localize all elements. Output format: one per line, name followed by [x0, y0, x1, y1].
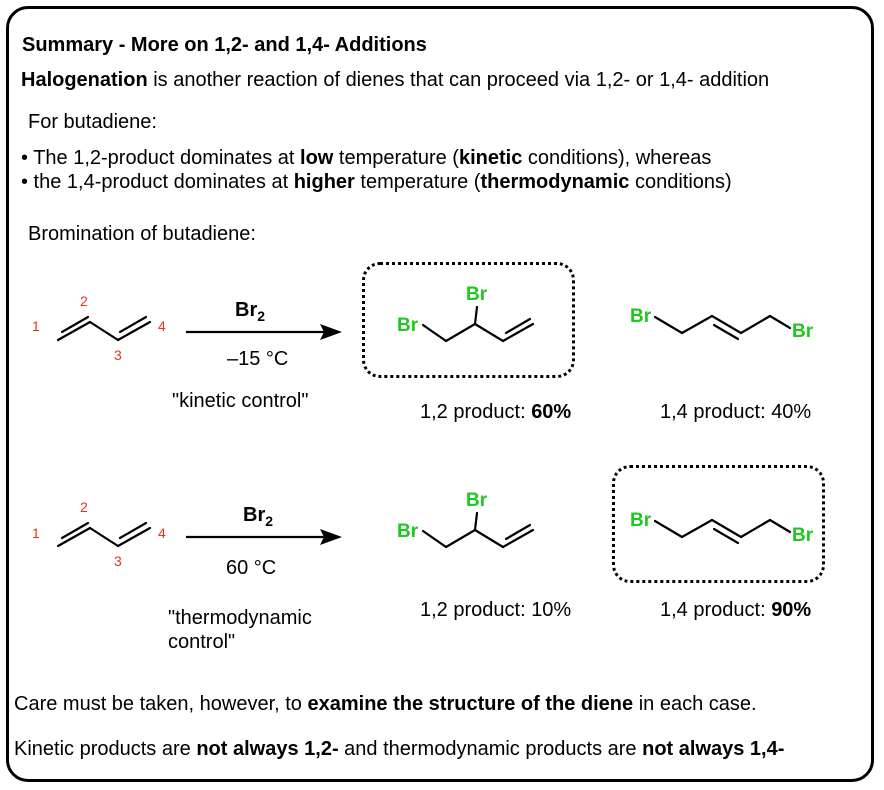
product-14-bottom: [653, 518, 792, 545]
intro-rest: is another reaction of dienes that can p…: [147, 69, 770, 91]
reagent-2: Br2: [243, 503, 273, 533]
product-14-value: 90%: [771, 599, 812, 621]
intro-text: Halogenation is another reaction of dien…: [21, 68, 769, 92]
product-14-label: 1,4 product:: [660, 401, 772, 423]
atom-number-1: 1: [32, 525, 40, 541]
bromination-heading: Bromination of butadiene:: [28, 223, 256, 245]
bullet-1-text-c: conditions), whereas: [522, 147, 712, 169]
bullet-1-text-b: temperature (: [333, 147, 459, 169]
footer-line-2-bold-a: not always 1,2-: [196, 738, 339, 760]
boxed-product-highlight-2: [612, 465, 825, 583]
product-12-value: 10%: [531, 599, 572, 621]
bromine-label: Br: [466, 284, 488, 305]
reaction-arrow-2: [186, 529, 342, 545]
bullet-1-bold-a: low: [300, 147, 334, 169]
product-12-value: 60%: [531, 401, 572, 423]
atom-number-2: 2: [80, 293, 88, 309]
bromine-label: Br: [397, 521, 419, 542]
product-12-bottom: [421, 511, 535, 549]
bullet-2-text-c: conditions): [629, 171, 732, 193]
bromine-label: Br: [630, 510, 652, 531]
footer-line-2-a: Kinetic products are: [14, 738, 197, 760]
control-label-2-line2: control": [168, 631, 236, 653]
atom-number-2: 2: [80, 499, 88, 515]
atom-number-3: 3: [114, 553, 122, 569]
product-14-value: 40%: [771, 401, 812, 423]
bromine-label: Br: [630, 306, 652, 327]
footer-line-2-b: and thermodynamic products are: [338, 738, 643, 760]
bullet-2-bold-a: higher: [293, 171, 355, 193]
product-14-label: 1,4 product:: [660, 599, 772, 621]
bullet-1-text-a: • The 1,2-product dominates at: [21, 147, 301, 169]
bullet-1: • The 1,2-product dominates at low tempe…: [21, 146, 711, 170]
boxed-product-highlight-1: [362, 262, 575, 378]
atom-number-4: 4: [158, 318, 166, 334]
product-12-label: 1,2 product:: [420, 599, 532, 621]
intro-bold: Halogenation: [21, 69, 148, 91]
footer-line-1: Care must be taken, however, to examine …: [14, 692, 757, 716]
bromine-label: Br: [792, 321, 814, 342]
product-12-yield-1: 1,2 product: 60%: [420, 400, 571, 424]
bullet-2: • the 1,4-product dominates at higher te…: [21, 170, 732, 194]
temperature-2: 60 °C: [226, 557, 277, 579]
reaction-arrow-1: [186, 324, 342, 340]
product-14-top: [653, 314, 792, 341]
footer-line-1-a: Care must be taken, however, to: [14, 693, 308, 715]
bullet-2-text-a: • the 1,4-product dominates at: [21, 171, 294, 193]
footer-line-1-b: in each case.: [633, 693, 757, 715]
reagent-1: Br2: [235, 298, 265, 328]
control-label-1: "kinetic control": [172, 390, 309, 412]
product-12-top: [421, 305, 535, 343]
bullet-2-bold-b: thermodynamic: [480, 171, 630, 193]
product-14-yield-2: 1,4 product: 90%: [660, 598, 811, 622]
summary-frame: [6, 6, 874, 782]
footer-line-2: Kinetic products are not always 1,2- and…: [14, 737, 784, 761]
bromine-label: Br: [397, 315, 419, 336]
footer-line-1-bold: examine the structure of the diene: [307, 693, 634, 715]
butadiene-reactant-1: [56, 315, 152, 342]
butadiene-reactant-2: [56, 521, 152, 548]
bullet-2-text-b: temperature (: [354, 171, 481, 193]
reagent-2-symbol: Br: [243, 504, 266, 526]
reagent-1-symbol: Br: [235, 299, 258, 321]
control-label-2-line1: "thermodynamic: [168, 607, 312, 629]
product-14-yield-1: 1,4 product: 40%: [660, 400, 811, 424]
footer-line-2-bold-b: not always 1,4-: [642, 738, 785, 760]
page-title: Summary - More on 1,2- and 1,4- Addition…: [22, 34, 427, 56]
product-12-label: 1,2 product:: [420, 401, 532, 423]
for-butadiene-label: For butadiene:: [28, 111, 157, 133]
atom-number-4: 4: [158, 525, 166, 541]
reagent-1-subscript: 2: [257, 308, 266, 324]
atom-number-3: 3: [114, 347, 122, 363]
atom-number-1: 1: [32, 318, 40, 334]
bullet-1-bold-b: kinetic: [458, 147, 523, 169]
bromine-label: Br: [792, 525, 814, 546]
product-12-yield-2: 1,2 product: 10%: [420, 598, 571, 622]
temperature-1: –15 °C: [227, 348, 289, 370]
bromine-label: Br: [466, 490, 488, 511]
reagent-2-subscript: 2: [265, 513, 274, 529]
